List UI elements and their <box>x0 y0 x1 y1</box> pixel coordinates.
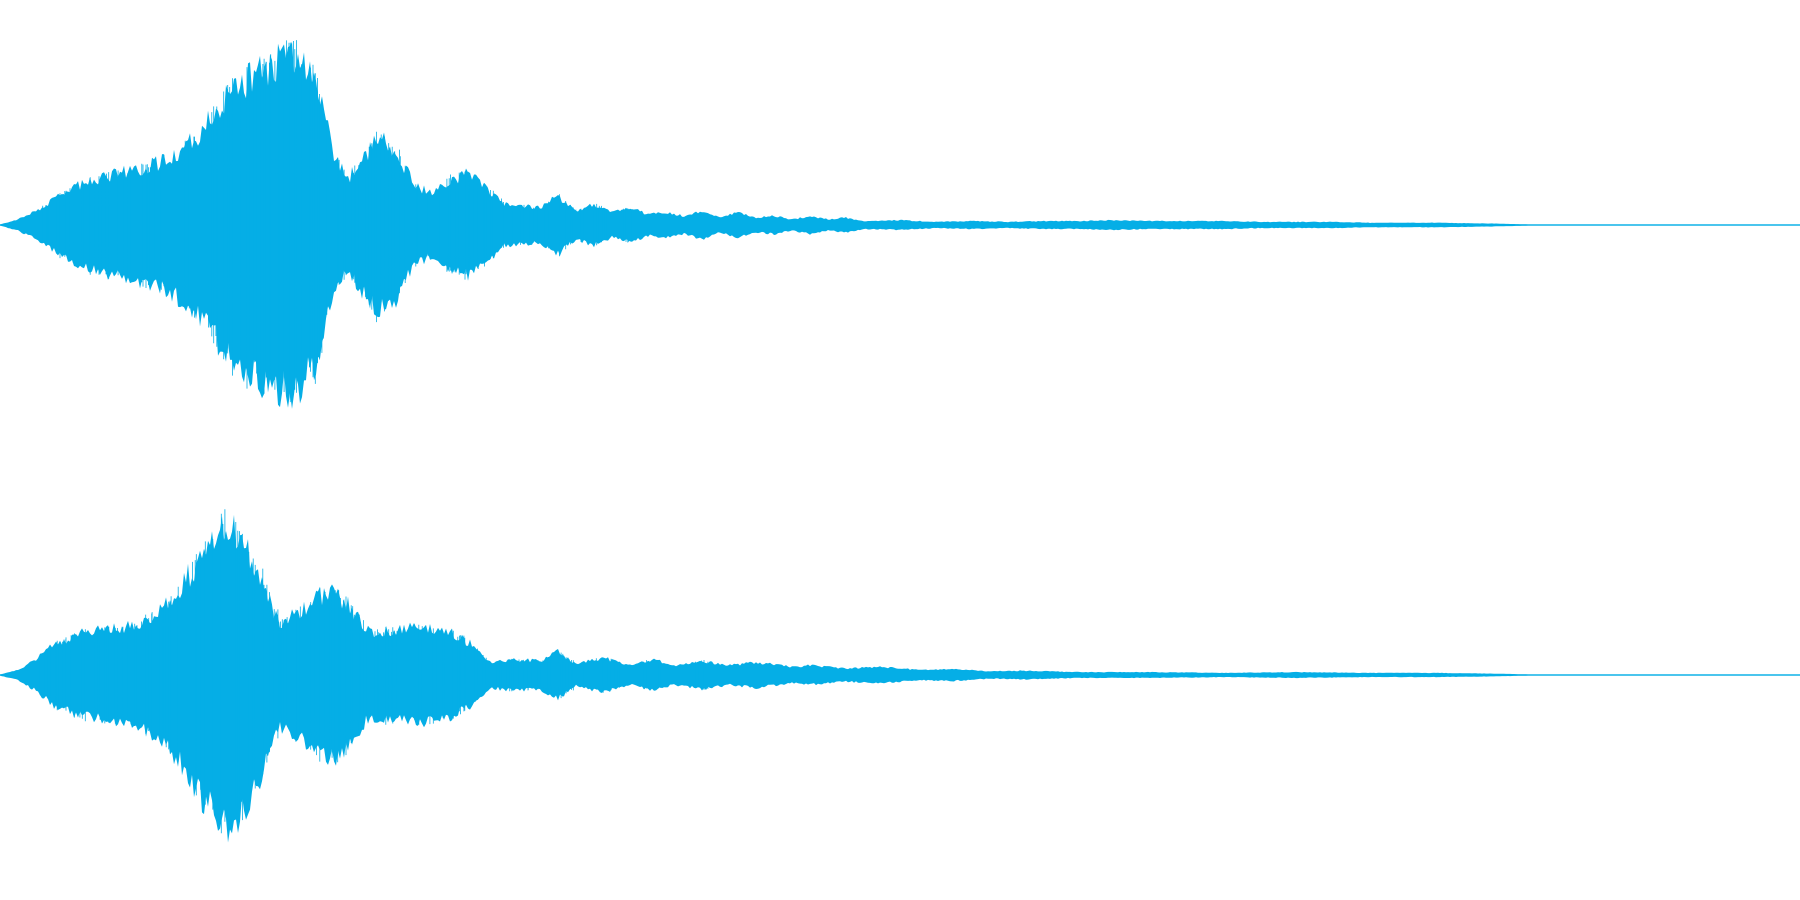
channel-1-waveform <box>0 41 1800 409</box>
channel-2-waveform-spikes <box>37 509 709 834</box>
channel-2-waveform <box>0 514 1800 843</box>
channel-2-track <box>0 509 1800 843</box>
channel-1-waveform-spikes <box>42 40 633 403</box>
channel-1-track <box>0 40 1800 409</box>
